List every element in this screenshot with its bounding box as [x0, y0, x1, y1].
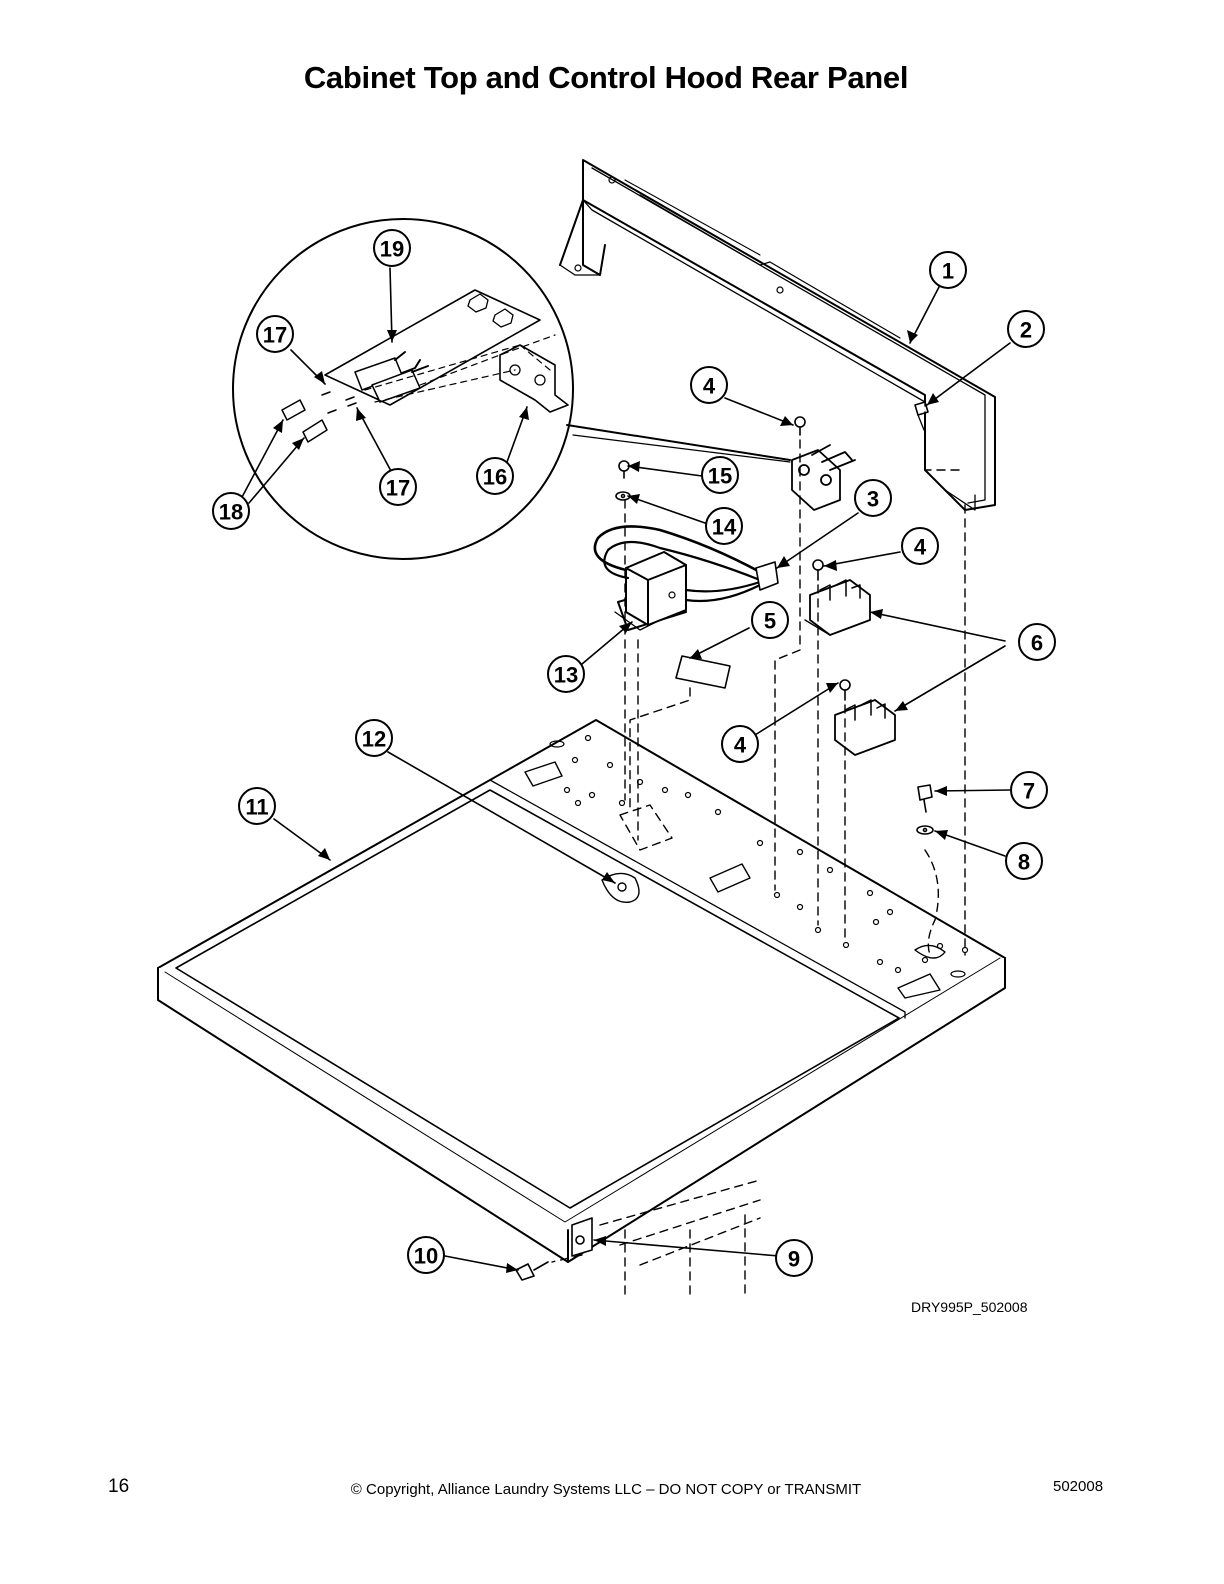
callout-4c: [721, 725, 759, 763]
fuse-block: [791, 444, 856, 511]
rear-panel: [559, 159, 996, 511]
callout-circles: [212, 229, 1056, 1277]
relays: [804, 579, 896, 756]
callout-3: [854, 479, 892, 517]
callout-13: [547, 655, 585, 693]
transformer: [593, 525, 779, 631]
callout-label: 7: [1023, 779, 1035, 804]
callout-label: 17: [386, 476, 410, 501]
callout-4b: [901, 527, 939, 565]
callout-label: 5: [764, 609, 776, 634]
callout-label: 4: [703, 374, 716, 399]
callout-label: 11: [245, 795, 268, 820]
callout-labels: 1 2 3 4 4 4 5 6 7 8 9 10 11 12 13 14 15 …: [219, 237, 1043, 1272]
hinge-bracket: [571, 1217, 593, 1257]
callout-15: [701, 456, 739, 494]
callout-6: [1018, 623, 1056, 661]
callout-7: [1010, 771, 1048, 809]
callout-label: 2: [1020, 318, 1032, 343]
page-number: 16: [108, 1476, 130, 1497]
callout-label: 16: [483, 465, 507, 490]
document-number: 502008: [1053, 1478, 1104, 1495]
page-title: Cabinet Top and Control Hood Rear Panel: [303, 60, 909, 95]
callout-16: [476, 457, 514, 495]
callout-label: 6: [1031, 631, 1043, 656]
callout-19: [373, 229, 411, 267]
callout-11: [238, 787, 276, 825]
callout-17b: [379, 468, 417, 506]
callout-label: 1: [942, 259, 954, 284]
callout-label: 12: [362, 727, 386, 752]
callout-label: 13: [554, 663, 578, 688]
callout-14: [705, 507, 743, 545]
screws: [515, 401, 934, 1281]
callout-17a: [256, 315, 294, 353]
callout-4a: [690, 366, 728, 404]
callout-label: 18: [219, 500, 243, 525]
callout-label: 14: [712, 515, 737, 540]
callout-label: 4: [914, 535, 927, 560]
drawing-code: DRY995P_502008: [911, 1299, 1028, 1315]
callout-label: 15: [708, 464, 732, 489]
callout-2: [1007, 310, 1045, 348]
label-part: [675, 655, 731, 689]
callout-label: 3: [867, 487, 879, 512]
callout-9: [775, 1239, 813, 1277]
callout-label: 17: [263, 323, 287, 348]
leader-lines: [240, 267, 1011, 1271]
callout-label: 8: [1018, 850, 1030, 875]
alignment-lines: [551, 397, 966, 1296]
callout-label: 10: [414, 1244, 438, 1269]
callout-8: [1005, 842, 1043, 880]
callout-10: [407, 1236, 445, 1274]
callout-label: 19: [380, 237, 404, 262]
callout-5: [751, 601, 789, 639]
copyright-notice: © Copyright, Alliance Laundry Systems LL…: [350, 1481, 862, 1498]
callout-1: [929, 251, 967, 289]
cabinet-top: [157, 719, 1006, 1263]
callout-label: 9: [788, 1247, 800, 1272]
callout-18: [212, 492, 250, 530]
callout-12: [355, 719, 393, 757]
arrowheads: [273, 330, 948, 1273]
callout-label: 4: [734, 733, 747, 758]
